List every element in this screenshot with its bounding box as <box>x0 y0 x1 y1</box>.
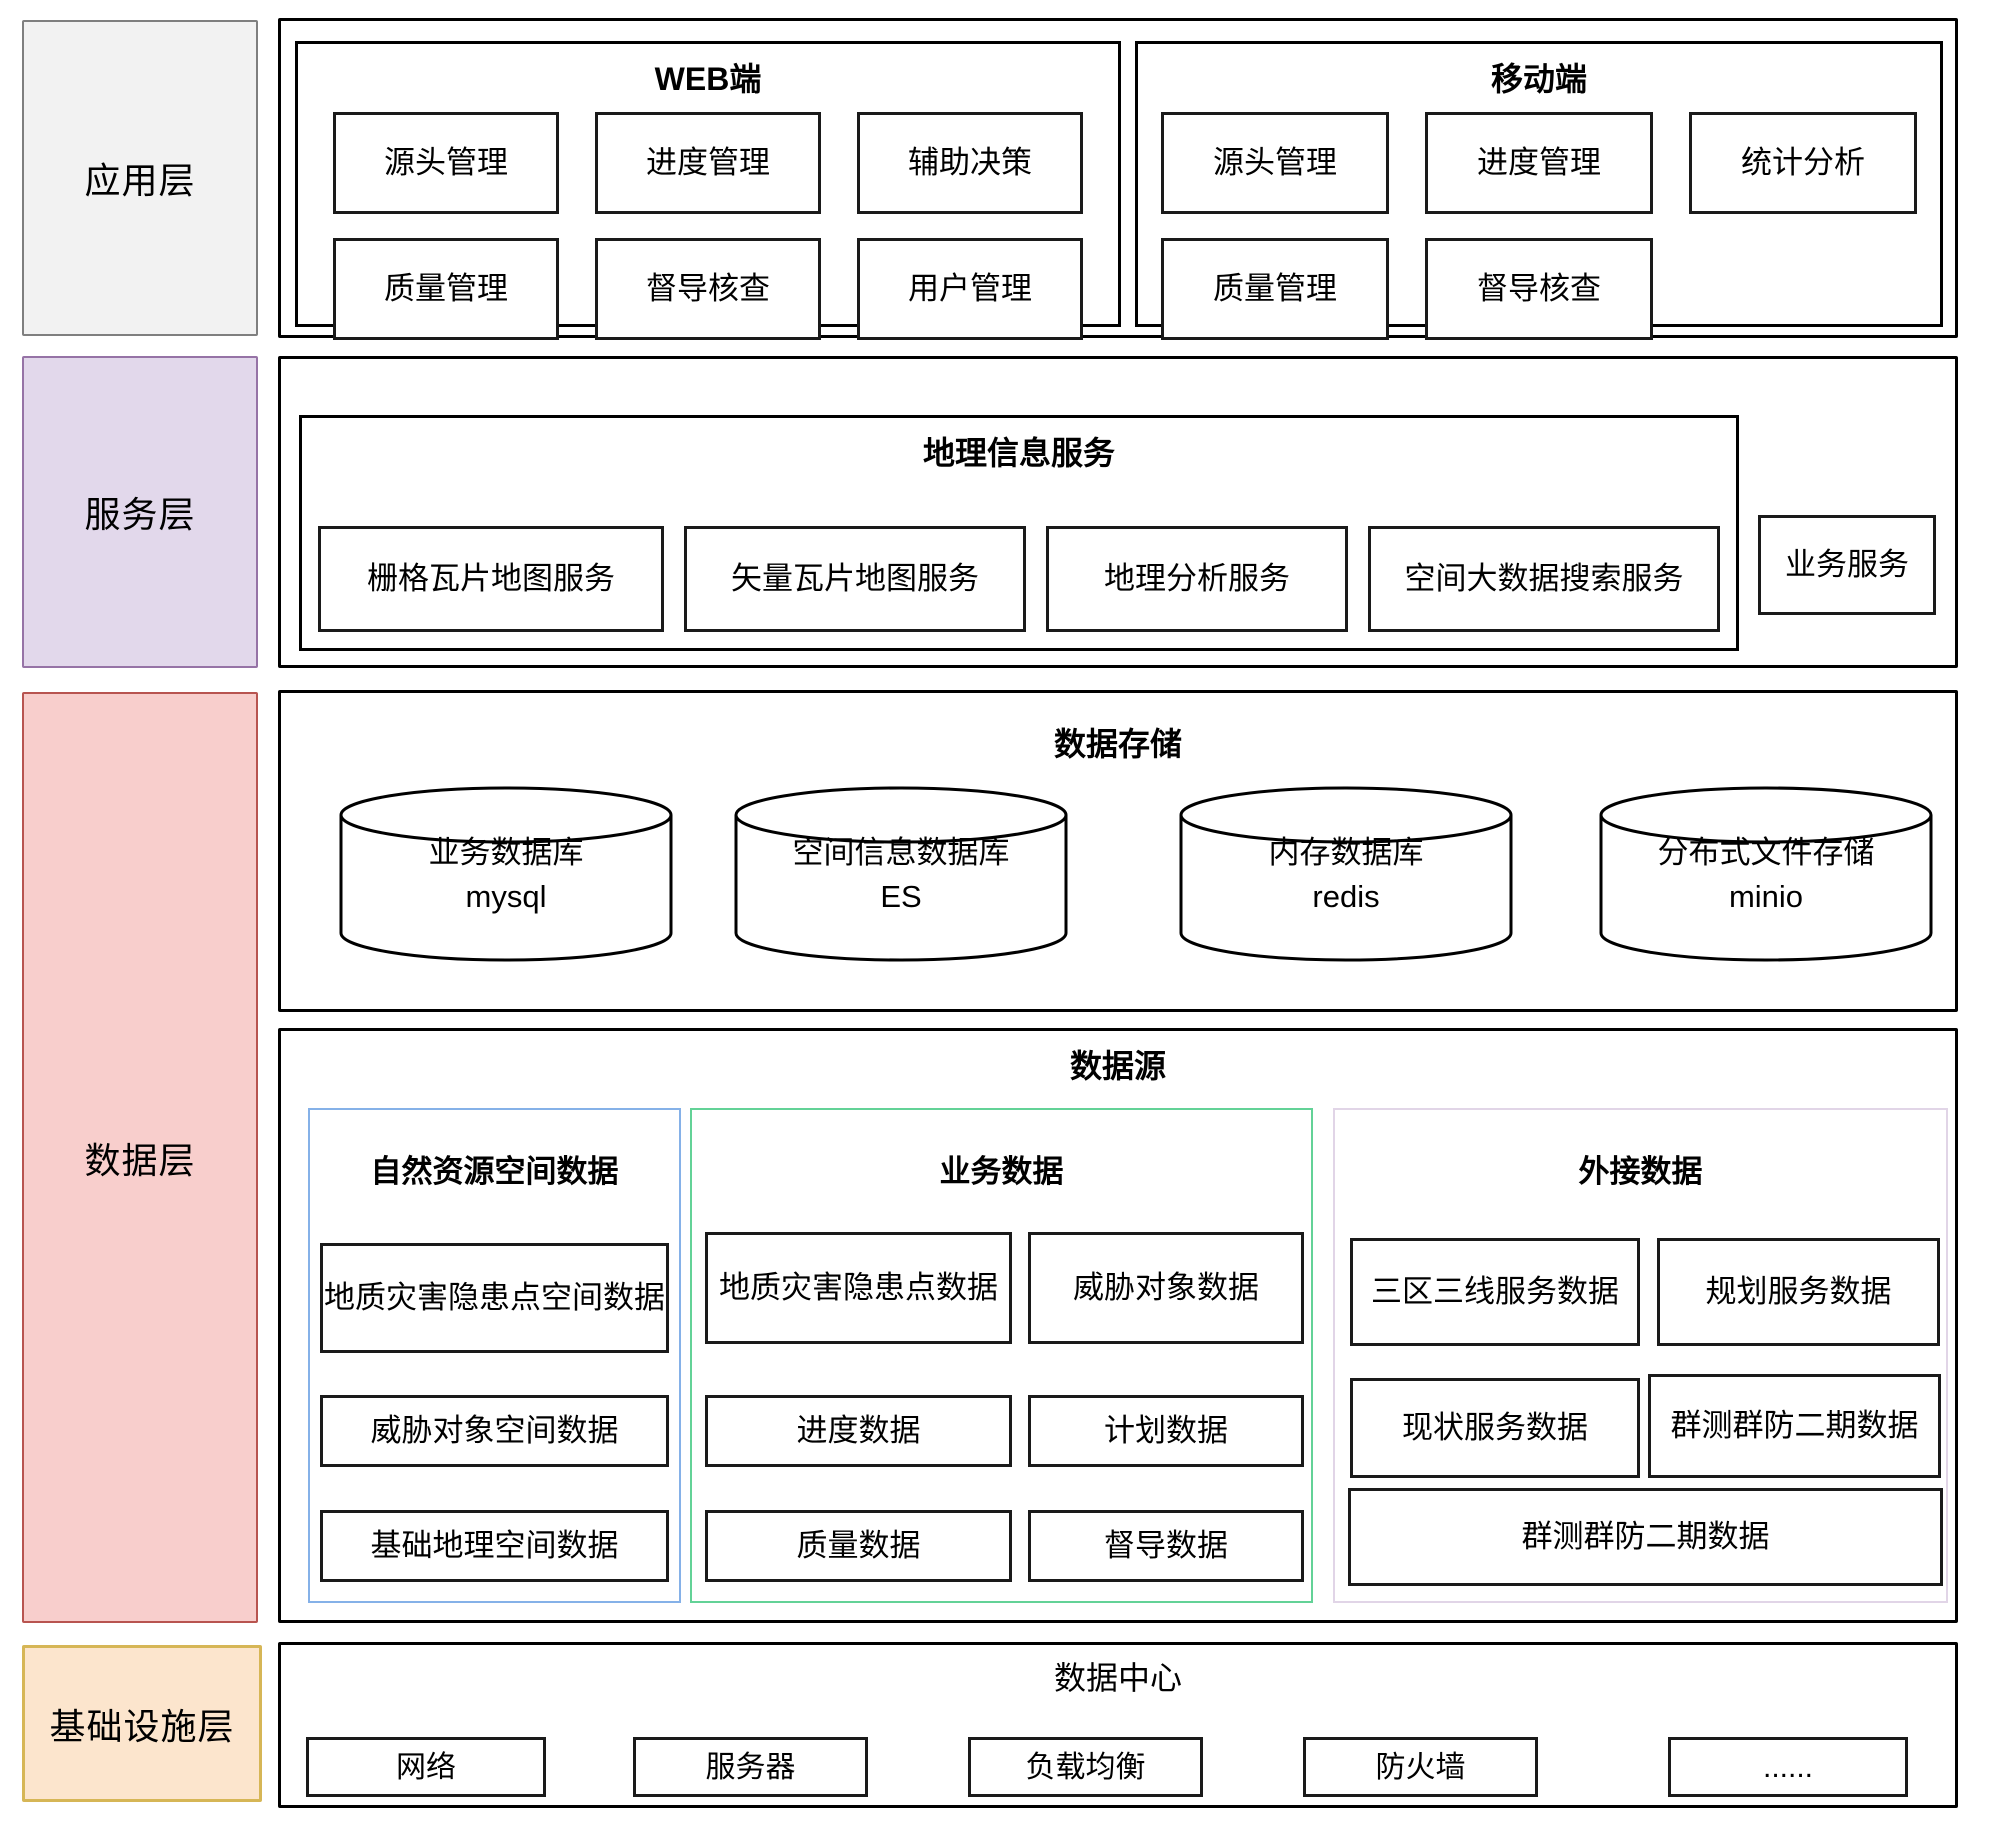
database-name: 内存数据库 <box>1268 835 1424 870</box>
mobile-buttons-row-1: 源头管理 进度管理 统计分析 <box>1138 112 1940 214</box>
infra-item-ellipsis: ...... <box>1668 1737 1908 1797</box>
cylinder-shape <box>734 786 1068 962</box>
database-cylinder-es: 空间信息数据库 ES <box>733 785 1069 963</box>
data-center-title: 数据中心 <box>1053 1660 1182 1696</box>
web-item-supervision-check: 督导核查 <box>595 238 821 340</box>
web-section: WEB端 源头管理 进度管理 辅助决策 质量管理 督导核查 用户管理 <box>295 41 1121 340</box>
database-tech: ES <box>880 879 922 914</box>
source-item-threat-object-data: 威胁对象数据 <box>1028 1232 1304 1344</box>
layer-label-data: 数据层 <box>22 692 258 1623</box>
cylinder-shape <box>1179 786 1513 962</box>
gis-service-title: 地理信息服务 <box>922 435 1115 471</box>
service-item-spatial-bigdata-search: 空间大数据搜索服务 <box>1368 526 1720 632</box>
group-title: 业务数据 <box>939 1154 1064 1189</box>
web-item-decision-support: 辅助决策 <box>857 112 1083 214</box>
source-item-mass-monitoring-phase2-data: 群测群防二期数据 <box>1648 1374 1941 1478</box>
source-item-supervision-data: 督导数据 <box>1028 1510 1304 1582</box>
data-source-panel: 数据源 自然资源空间数据 地质灾害隐患点空间数据 威胁对象空间数据 基础地理空间… <box>278 1028 1958 1623</box>
layer-label-application-text: 应用层 <box>84 160 196 201</box>
web-section-title: WEB端 <box>654 61 762 97</box>
database-name: 业务数据库 <box>428 835 584 870</box>
source-item-basic-geographic-spatial-data: 基础地理空间数据 <box>320 1510 669 1582</box>
database-cylinder-redis: 内存数据库 redis <box>1178 785 1514 963</box>
service-item-geo-analysis: 地理分析服务 <box>1046 526 1348 632</box>
database-label: 空间信息数据库 ES <box>733 831 1069 919</box>
mobile-item-statistics-analysis: 统计分析 <box>1689 112 1917 214</box>
data-source-title: 数据源 <box>1069 1048 1166 1084</box>
source-item-geohazard-point-data: 地质灾害隐患点数据 <box>705 1232 1012 1344</box>
source-item-three-zones-three-lines-data: 三区三线服务数据 <box>1350 1238 1640 1346</box>
source-item-current-status-service-data: 现状服务数据 <box>1350 1378 1640 1478</box>
service-item-raster-tile-map: 栅格瓦片地图服务 <box>318 526 664 632</box>
layer-label-infrastructure-text: 基础设施层 <box>49 1705 235 1747</box>
mobile-section-title: 移动端 <box>1490 61 1587 97</box>
database-label: 分布式文件存储 minio <box>1598 831 1934 919</box>
layer-label-data-text: 数据层 <box>84 1139 196 1181</box>
database-cylinder-mysql: 业务数据库 mysql <box>338 785 674 963</box>
layer-label-service: 服务层 <box>22 356 258 668</box>
web-item-progress-management: 进度管理 <box>595 112 821 214</box>
infrastructure-panel: 数据中心 网络 服务器 负载均衡 防火墙 ...... <box>278 1642 1958 1808</box>
mobile-section: 移动端 源头管理 进度管理 统计分析 质量管理 督导核查 <box>1135 41 1943 340</box>
database-label: 业务数据库 mysql <box>338 831 674 919</box>
layer-label-application: 应用层 <box>22 20 258 336</box>
cylinder-shape <box>1599 786 1933 962</box>
service-layer-panel: 地理信息服务 栅格瓦片地图服务 矢量瓦片地图服务 地理分析服务 空间大数据搜索服… <box>278 356 1958 668</box>
web-item-user-management: 用户管理 <box>857 238 1083 340</box>
mobile-item-source-management: 源头管理 <box>1161 112 1389 214</box>
database-name: 分布式文件存储 <box>1657 835 1875 870</box>
source-item-planning-service-data: 规划服务数据 <box>1657 1238 1940 1346</box>
mobile-buttons-row-2: 质量管理 督导核查 <box>1138 238 1940 340</box>
infra-item-network: 网络 <box>306 1737 546 1797</box>
database-tech: mysql <box>465 879 547 914</box>
mobile-item-supervision-check: 督导核查 <box>1425 238 1653 340</box>
group-natural-resource-spatial-data: 自然资源空间数据 地质灾害隐患点空间数据 威胁对象空间数据 基础地理空间数据 <box>308 1108 681 1603</box>
service-item-business-service: 业务服务 <box>1758 515 1936 615</box>
service-item-vector-tile-map: 矢量瓦片地图服务 <box>684 526 1026 632</box>
infra-item-load-balancing: 负载均衡 <box>968 1737 1203 1797</box>
application-layer-panel: WEB端 源头管理 进度管理 辅助决策 质量管理 督导核查 用户管理 移动端 源… <box>278 18 1958 340</box>
source-item-quality-data: 质量数据 <box>705 1510 1012 1582</box>
mobile-item-progress-management: 进度管理 <box>1425 112 1653 214</box>
source-item-mass-monitoring-phase2-data-wide: 群测群防二期数据 <box>1348 1488 1943 1586</box>
source-item-threat-object-spatial-data: 威胁对象空间数据 <box>320 1395 669 1467</box>
layer-label-service-text: 服务层 <box>84 494 196 535</box>
data-storage-panel: 数据存储 业务数据库 mysql 空间信息数据库 ES <box>278 690 1958 1012</box>
gis-service-items: 栅格瓦片地图服务 矢量瓦片地图服务 地理分析服务 空间大数据搜索服务 <box>302 526 1736 632</box>
database-cylinder-minio: 分布式文件存储 minio <box>1598 785 1934 963</box>
infra-item-firewall: 防火墙 <box>1303 1737 1538 1797</box>
database-label: 内存数据库 redis <box>1178 831 1514 919</box>
web-buttons-row-1: 源头管理 进度管理 辅助决策 <box>298 112 1118 214</box>
web-item-quality-management: 质量管理 <box>333 238 559 340</box>
mobile-item-quality-management: 质量管理 <box>1161 238 1389 340</box>
layer-label-infrastructure: 基础设施层 <box>22 1645 262 1802</box>
group-title: 自然资源空间数据 <box>370 1154 619 1189</box>
source-item-plan-data: 计划数据 <box>1028 1395 1304 1467</box>
web-item-source-management: 源头管理 <box>333 112 559 214</box>
data-storage-title: 数据存储 <box>1053 726 1182 762</box>
web-buttons-row-2: 质量管理 督导核查 用户管理 <box>298 238 1118 340</box>
infra-item-server: 服务器 <box>633 1737 868 1797</box>
group-external-data: 外接数据 三区三线服务数据 规划服务数据 现状服务数据 群测群防二期数据 群测群… <box>1333 1108 1948 1603</box>
database-tech: redis <box>1312 879 1380 914</box>
source-item-geohazard-point-spatial-data: 地质灾害隐患点空间数据 <box>320 1243 669 1353</box>
database-tech: minio <box>1728 879 1804 914</box>
group-title: 外接数据 <box>1578 1154 1703 1189</box>
gis-service-section: 地理信息服务 栅格瓦片地图服务 矢量瓦片地图服务 地理分析服务 空间大数据搜索服… <box>299 415 1739 651</box>
group-business-data: 业务数据 地质灾害隐患点数据 威胁对象数据 进度数据 计划数据 质量数据 督导数… <box>690 1108 1313 1603</box>
cylinder-shape <box>339 786 673 962</box>
database-name: 空间信息数据库 <box>792 835 1010 870</box>
source-item-progress-data: 进度数据 <box>705 1395 1012 1467</box>
